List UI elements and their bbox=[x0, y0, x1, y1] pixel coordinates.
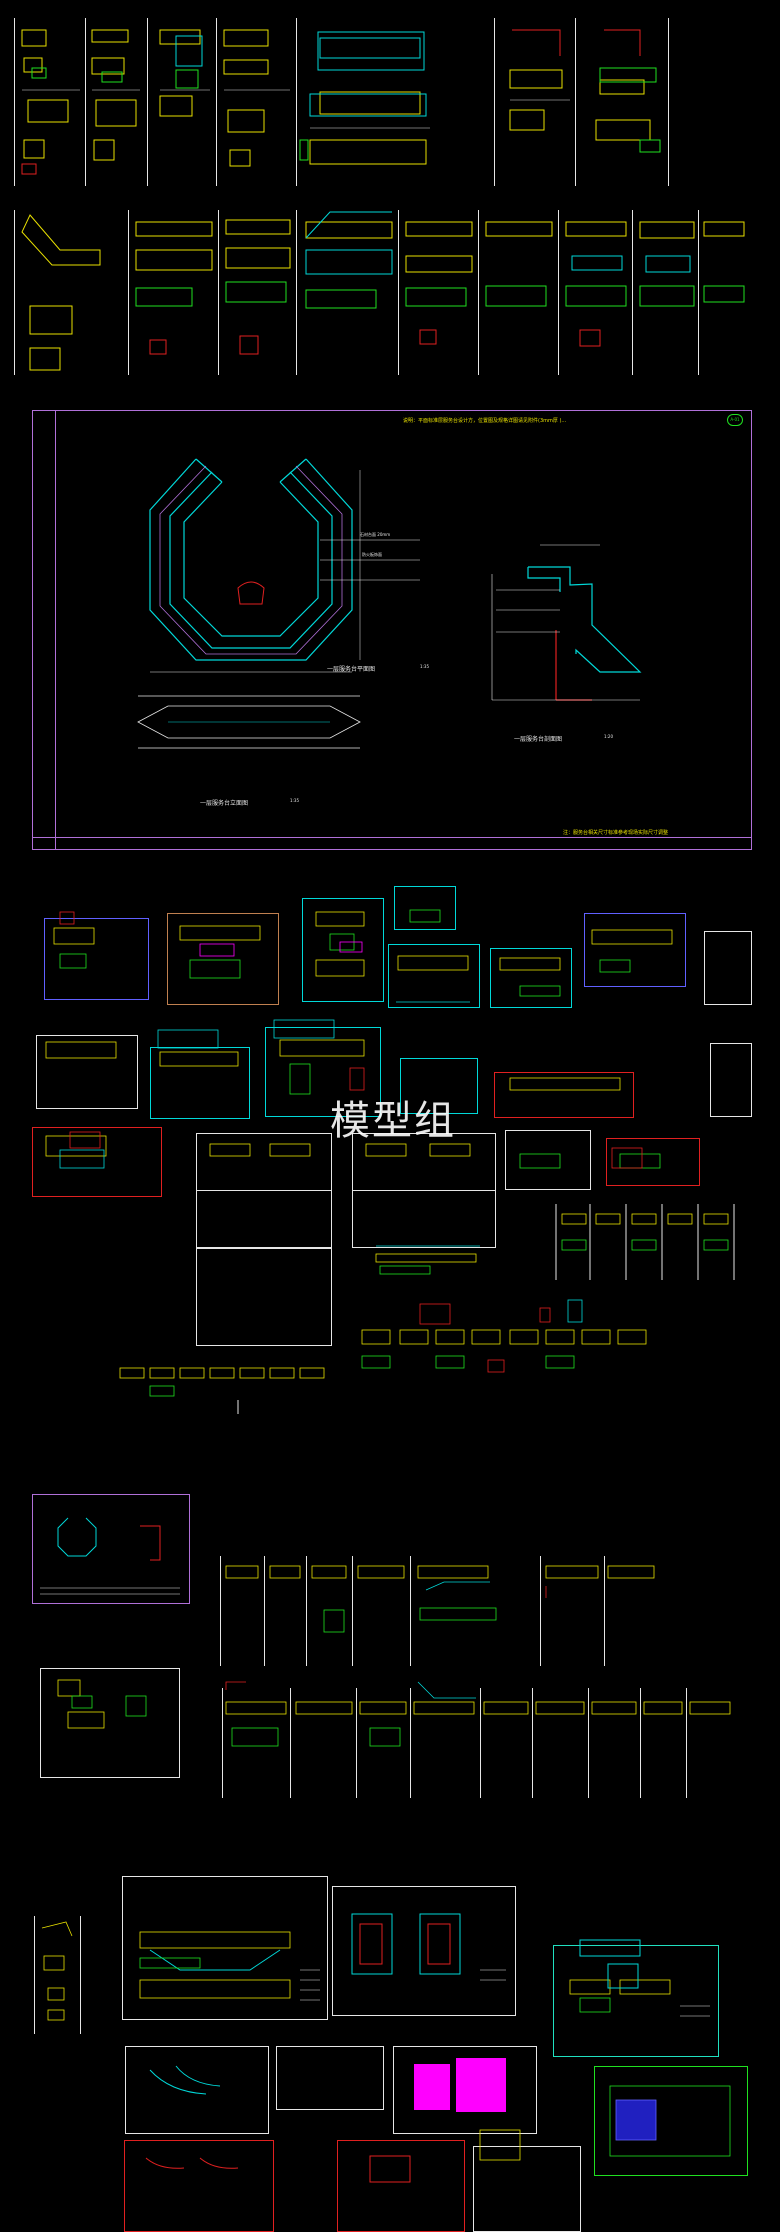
sheet-divider bbox=[698, 210, 699, 375]
sheet-divider bbox=[410, 1556, 411, 1666]
plan-scale: 1:35 bbox=[420, 664, 429, 669]
sheet-divider bbox=[588, 1688, 589, 1798]
svg-text:石材台面 20mm: 石材台面 20mm bbox=[360, 531, 390, 537]
section-five-drawings bbox=[40, 1517, 731, 1747]
sheet-divider bbox=[14, 18, 15, 186]
thumb-sheet bbox=[332, 1886, 516, 2016]
sheet-divider bbox=[147, 18, 148, 186]
sheet-number-badge: A-01 bbox=[727, 414, 743, 426]
sheet-divider bbox=[410, 1688, 411, 1798]
thumb-sheet bbox=[302, 898, 384, 1002]
sheet-divider bbox=[478, 210, 479, 375]
sheet-divider bbox=[264, 1556, 265, 1666]
elevation-title: 一层服务台立面图 bbox=[200, 800, 249, 807]
sheet-divider bbox=[80, 1916, 81, 2034]
thumb-sheet bbox=[704, 931, 752, 1005]
thumb-sheet bbox=[196, 1190, 332, 1248]
thumbnail-contents bbox=[45, 909, 673, 1169]
sheet-divider bbox=[218, 210, 219, 375]
thumb-sheet bbox=[400, 1058, 478, 1114]
thumb-sheet bbox=[584, 913, 686, 987]
thumb-sheet bbox=[606, 1138, 700, 1186]
thumb-sheet bbox=[594, 2066, 748, 2176]
thumb-sheet bbox=[494, 1072, 634, 1118]
sheet-divider bbox=[480, 1688, 481, 1798]
sheet-divider bbox=[128, 210, 129, 375]
plan-title: 一层服务台平面图 bbox=[327, 666, 376, 673]
sheet-divider bbox=[216, 18, 217, 186]
svg-text:防火板饰面: 防火板饰面 bbox=[362, 551, 382, 557]
sheet-divider bbox=[686, 1688, 687, 1798]
sheet-divider bbox=[668, 18, 669, 186]
sheet-divider bbox=[296, 18, 297, 186]
blue-fill-block bbox=[615, 2099, 657, 2141]
sheet-divider bbox=[558, 210, 559, 375]
thumb-sheet bbox=[167, 913, 279, 1005]
magenta-fill-block-small bbox=[414, 2064, 450, 2110]
sheet-divider bbox=[540, 1556, 541, 1666]
magenta-fill-block-large bbox=[456, 2058, 506, 2112]
thumb-sheet bbox=[394, 886, 456, 930]
small-main-sheet bbox=[32, 1494, 190, 1604]
thumb-sheet bbox=[490, 948, 572, 1008]
thumb-sheet bbox=[36, 1035, 138, 1109]
thumb-sheet bbox=[196, 1248, 332, 1346]
top-note: 说明：平面标准层服务台设计方，位置图及规格详图请见附件(3mm厚 )... bbox=[403, 418, 567, 424]
sheet-divider bbox=[532, 1688, 533, 1798]
thumb-sheet bbox=[122, 1876, 328, 2020]
sheet-divider bbox=[34, 1916, 35, 2034]
sheet-divider bbox=[220, 1556, 221, 1666]
sheet-divider bbox=[306, 1556, 307, 1666]
sheet-divider bbox=[398, 210, 399, 375]
section-title: 一层服务台剖面图 bbox=[514, 736, 563, 743]
thumb-sheet bbox=[388, 944, 480, 1008]
service-counter-drawings: 石材台面 20mm 防火板饰面 bbox=[137, 458, 642, 749]
sheet-divider bbox=[356, 1688, 357, 1798]
sheet-divider bbox=[575, 18, 576, 186]
thumb-sheet bbox=[553, 1945, 719, 2057]
sheet-binding-line bbox=[55, 411, 56, 849]
sheet-divider bbox=[640, 1688, 641, 1798]
watermark-text: 模型组 bbox=[330, 1098, 456, 1144]
thumb-sheet bbox=[276, 2046, 384, 2110]
thumb-sheet bbox=[710, 1043, 752, 1117]
thumb-sheet bbox=[393, 2046, 537, 2134]
sheet-divider bbox=[85, 18, 86, 186]
elevation-scale: 1:35 bbox=[290, 798, 299, 803]
detail-strip-drawings bbox=[119, 1204, 735, 1414]
thumb-sheet bbox=[150, 1047, 250, 1119]
sheet-divider bbox=[494, 18, 495, 186]
sheet-divider bbox=[222, 1688, 223, 1798]
thumb-sheet bbox=[125, 2046, 269, 2134]
sheet-divider bbox=[290, 1688, 291, 1798]
detail-drawings-row-2 bbox=[21, 211, 745, 371]
sheet-divider bbox=[14, 210, 15, 375]
sheet-divider bbox=[632, 210, 633, 375]
thumb-sheet bbox=[265, 1027, 381, 1117]
sheet-divider bbox=[604, 1556, 605, 1666]
main-drawing-sheet: 说明：平面标准层服务台设计方，位置图及规格详图请见附件(3mm厚 )... 注：… bbox=[32, 410, 752, 850]
sheet-divider bbox=[296, 210, 297, 375]
detail-drawings-row-1 bbox=[21, 29, 661, 175]
sheet-divider bbox=[352, 1556, 353, 1666]
thumb-sheet bbox=[40, 1668, 180, 1778]
thumb-sheet bbox=[505, 1130, 591, 1190]
thumb-sheet bbox=[32, 1127, 162, 1197]
title-block-line bbox=[33, 837, 751, 838]
section-six-drawings bbox=[41, 1913, 731, 2183]
thumb-sheet bbox=[44, 918, 149, 1000]
bottom-note: 注：服务台相关尺寸标准参考现场实际尺寸调整 bbox=[563, 830, 669, 836]
thumb-sheet bbox=[352, 1190, 496, 1248]
section-scale: 1:20 bbox=[604, 734, 613, 739]
